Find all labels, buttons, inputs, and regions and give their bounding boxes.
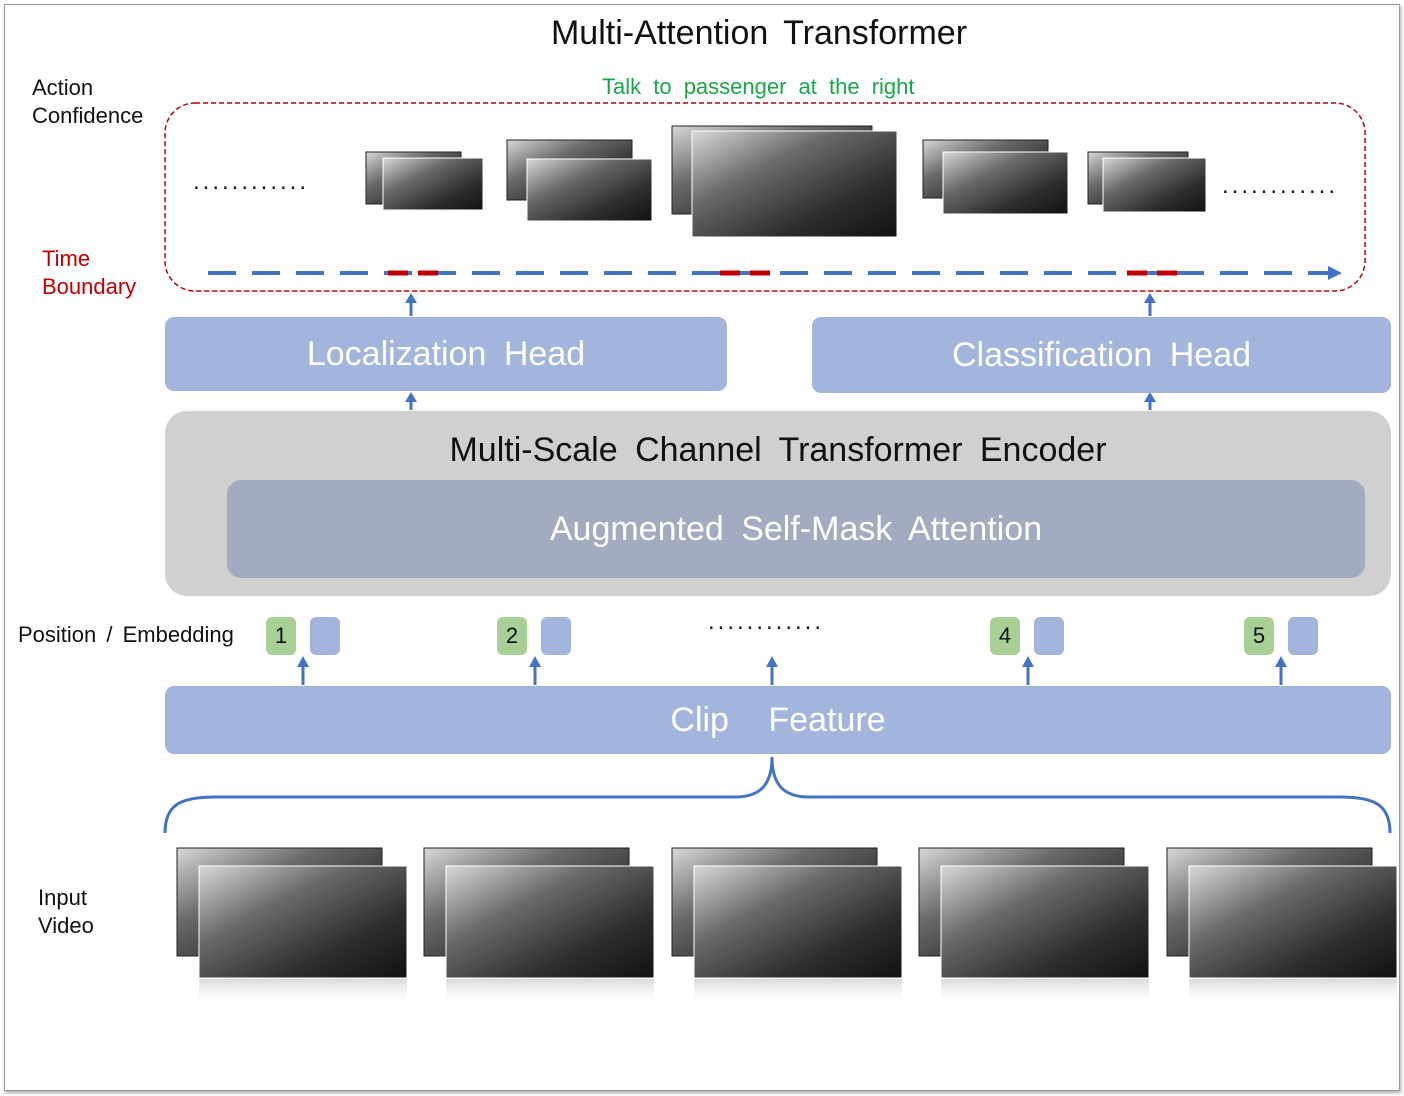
position-token-1: 1 — [266, 617, 296, 655]
encoder-title: Multi-Scale Channel Transformer Encoder — [449, 431, 1107, 469]
input-video-frames — [176, 847, 1398, 1007]
time-boundary-label: Time Boundary — [42, 246, 137, 299]
input-video-label: Input Video — [38, 885, 94, 938]
clip-brace — [163, 756, 1392, 834]
action-confidence-label: Action Confidence — [32, 75, 144, 128]
clip-feature-box: Clip Feature — [165, 686, 1391, 754]
ellipsis-middle: ............ — [708, 608, 825, 635]
position-token-4: 4 — [990, 617, 1020, 655]
action-name: Talk to passenger at the right — [602, 74, 915, 99]
action-confidence-region — [164, 102, 1366, 292]
position-token-2: 2 — [497, 617, 527, 655]
transformer-encoder: Multi-Scale Channel Transformer Encoder … — [165, 411, 1391, 596]
diagram-title: Multi-Attention Transformer — [550, 14, 968, 52]
position-token-5: 5 — [1244, 617, 1274, 655]
position-embedding-label: Position / Embedding — [18, 622, 234, 647]
embedding-token-2 — [541, 617, 571, 655]
localization-head: Localization Head — [165, 317, 727, 391]
self-mask-attention: Augmented Self-Mask Attention — [227, 480, 1365, 578]
embedding-token-1 — [310, 617, 340, 655]
classification-head: Classification Head — [812, 317, 1391, 393]
ellipsis-left: ............ — [193, 168, 310, 195]
embedding-token-5 — [1288, 617, 1318, 655]
ellipsis-right: ............ — [1222, 172, 1339, 199]
action-clip-frames — [365, 125, 1207, 238]
embedding-token-4 — [1034, 617, 1064, 655]
